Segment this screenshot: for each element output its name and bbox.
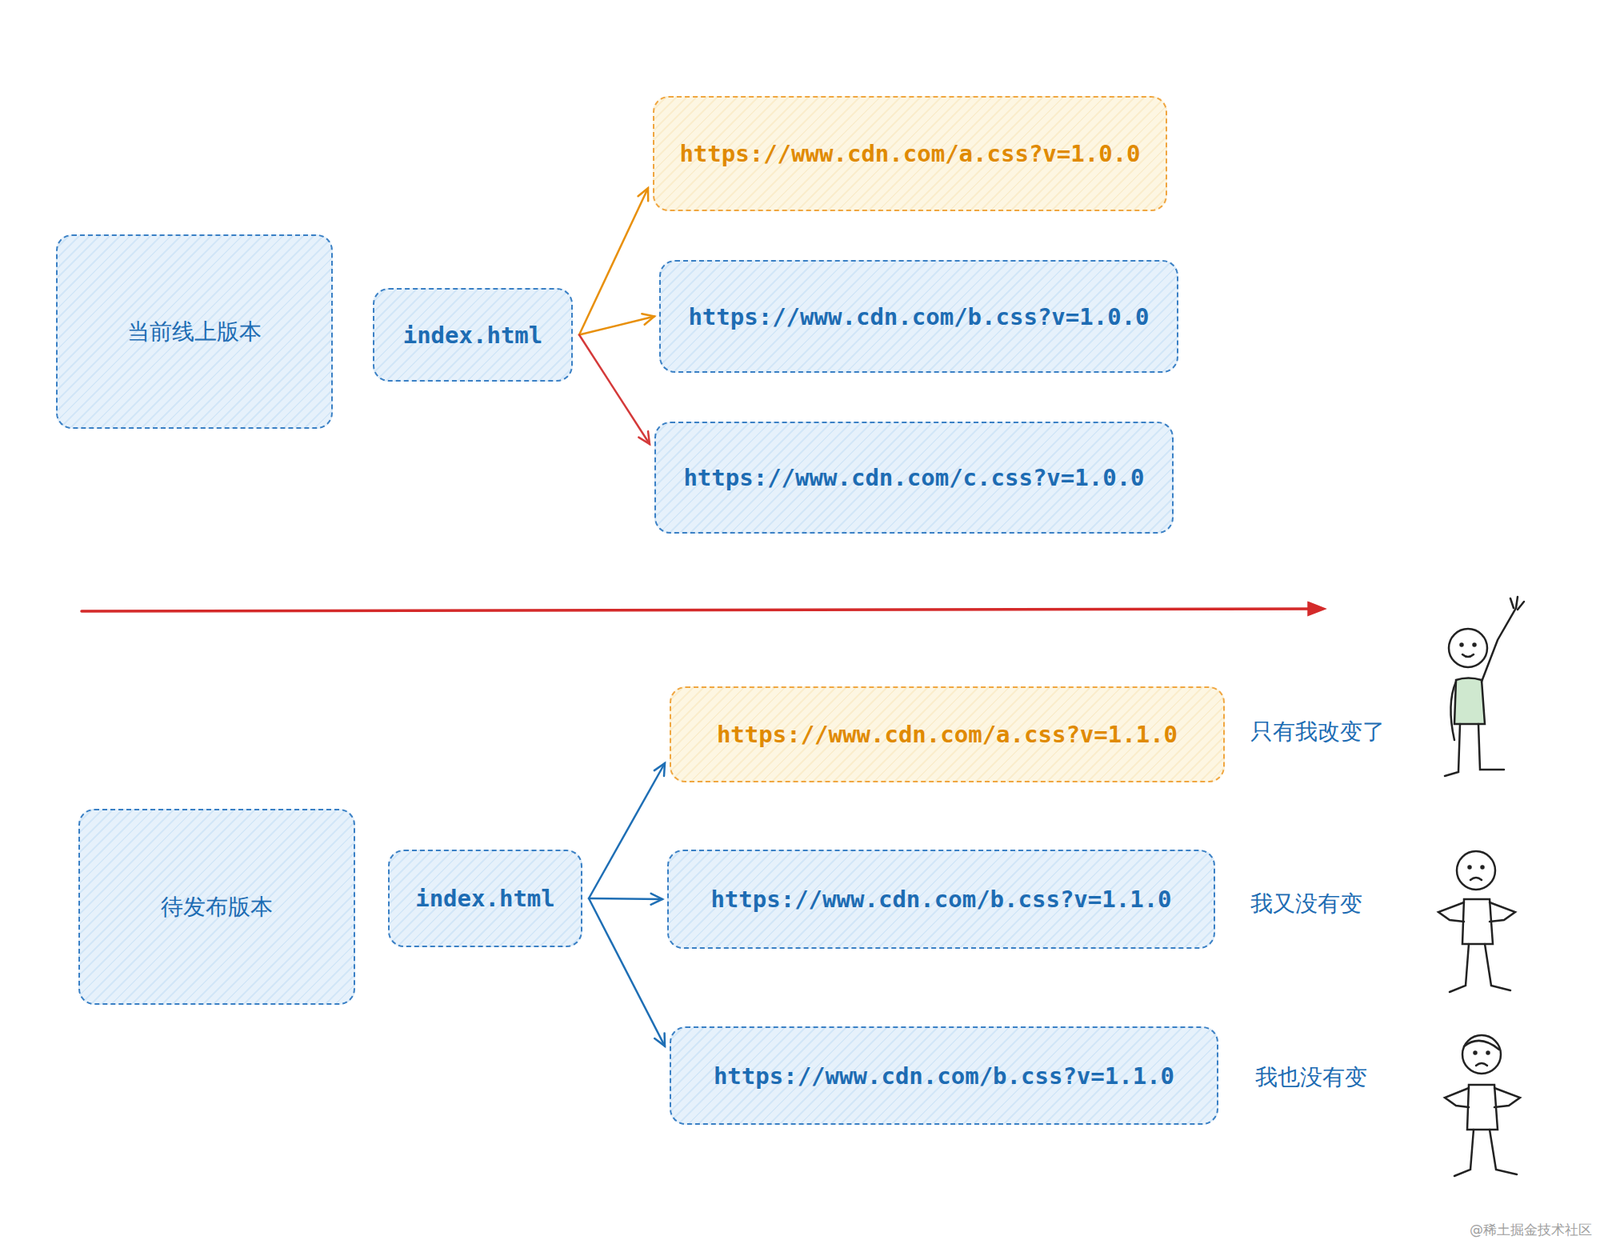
resource-box: https://www.cdn.com/b.css?v=1.0.0	[659, 260, 1179, 373]
version-box: 当前线上版本	[56, 234, 333, 429]
speech-note: 我又没有变	[1250, 888, 1363, 920]
node-text: https://www.cdn.com/b.css?v=1.1.0	[713, 1062, 1175, 1090]
node-text: https://www.cdn.com/a.css?v=1.0.0	[679, 140, 1140, 168]
resource-box: https://www.cdn.com/b.css?v=1.1.0	[667, 849, 1216, 949]
speech-note: 只有我改变了	[1250, 716, 1385, 748]
arrow-connector	[588, 898, 665, 1047]
stick-figure-sad	[1438, 851, 1516, 992]
timeline-arrow	[81, 603, 1324, 615]
arrow-connector	[588, 893, 663, 905]
version-box: 待发布版本	[78, 808, 356, 1005]
node-text: https://www.cdn.com/b.css?v=1.0.0	[688, 303, 1149, 331]
node-text: 待发布版本	[160, 892, 273, 923]
watermark: @稀土掘金技术社区	[1469, 1220, 1592, 1240]
arrow-connector	[579, 335, 650, 445]
resource-box: https://www.cdn.com/a.css?v=1.1.0	[669, 686, 1225, 783]
resource-box: https://www.cdn.com/c.css?v=1.0.0	[654, 421, 1174, 534]
stick-figure-sad	[1444, 1035, 1520, 1176]
resource-box: https://www.cdn.com/b.css?v=1.1.0	[669, 1026, 1219, 1125]
node-text: index.html	[403, 321, 544, 349]
node-text: https://www.cdn.com/a.css?v=1.1.0	[716, 720, 1178, 748]
stick-figure-happy	[1444, 596, 1524, 776]
arrow-connector	[579, 313, 655, 335]
resource-box: https://www.cdn.com/a.css?v=1.0.0	[652, 96, 1168, 212]
node-text: index.html	[415, 884, 556, 912]
node-text: 当前线上版本	[127, 316, 262, 348]
html-box: index.html	[388, 849, 583, 948]
html-box: index.html	[372, 288, 573, 382]
node-text: https://www.cdn.com/b.css?v=1.1.0	[710, 885, 1172, 913]
arrow-connector	[579, 188, 648, 335]
arrow-connector	[588, 763, 665, 899]
node-text: https://www.cdn.com/c.css?v=1.0.0	[683, 464, 1144, 492]
speech-note: 我也没有变	[1255, 1062, 1368, 1093]
